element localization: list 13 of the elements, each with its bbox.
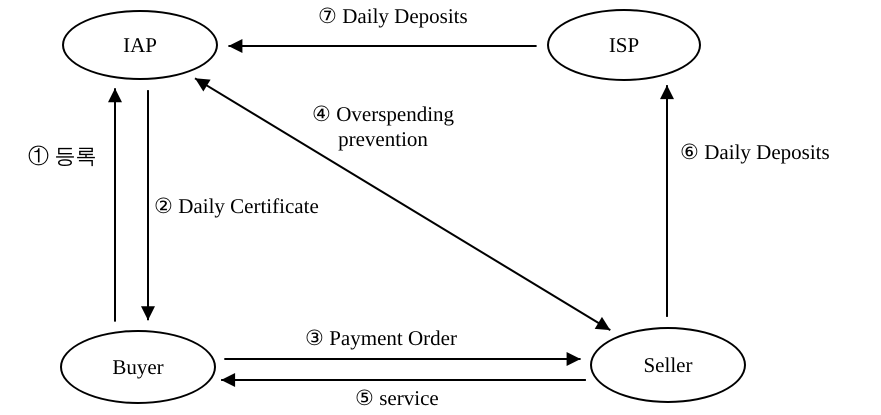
ellipse-node: Buyer — [60, 330, 216, 404]
edge-label: ① 등록 — [28, 144, 96, 170]
edge-label: ④ Overspending prevention — [310, 102, 456, 152]
arrow — [660, 85, 674, 317]
ellipse-node: ISP — [547, 9, 701, 81]
arrow — [141, 90, 155, 320]
arrow — [224, 352, 581, 366]
ellipse-node: IAP — [62, 10, 218, 80]
arrow — [194, 77, 611, 331]
arrow — [228, 39, 537, 53]
ellipse-node: Seller — [590, 327, 746, 403]
arrow — [221, 373, 586, 387]
arrow — [108, 88, 122, 322]
